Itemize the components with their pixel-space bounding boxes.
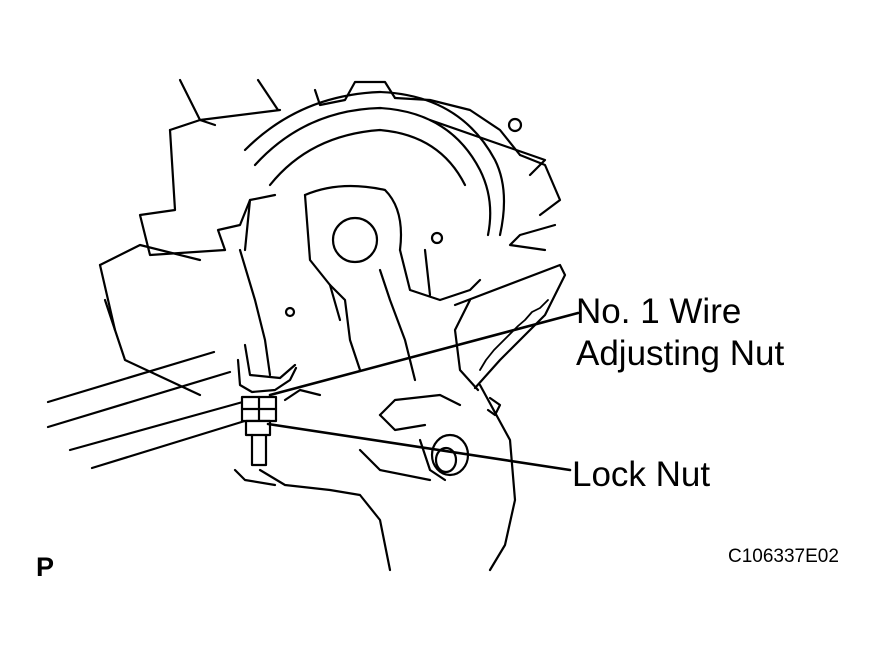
adjusting-nut-stack	[236, 343, 298, 467]
leader-adjusting-nut	[268, 311, 580, 397]
adjusting-nut-label: No. 1 Wire Adjusting Nut	[576, 291, 784, 375]
adjusting-nut-label-line2: Adjusting Nut	[576, 334, 785, 373]
leader-lock-nut	[266, 422, 572, 472]
back-plate	[238, 80, 562, 377]
view-code: P	[36, 552, 55, 582]
brake-cable-rods	[46, 243, 252, 470]
adjusting-nut-label-line1: No. 1 Wire	[576, 292, 742, 331]
lock-nut-label: Lock Nut	[572, 455, 711, 494]
lower-bracket	[233, 383, 517, 572]
leader-lines	[266, 311, 580, 472]
upper-bracket	[138, 78, 282, 257]
figure-id: C106337E02	[728, 546, 839, 567]
center-plate	[303, 184, 482, 382]
